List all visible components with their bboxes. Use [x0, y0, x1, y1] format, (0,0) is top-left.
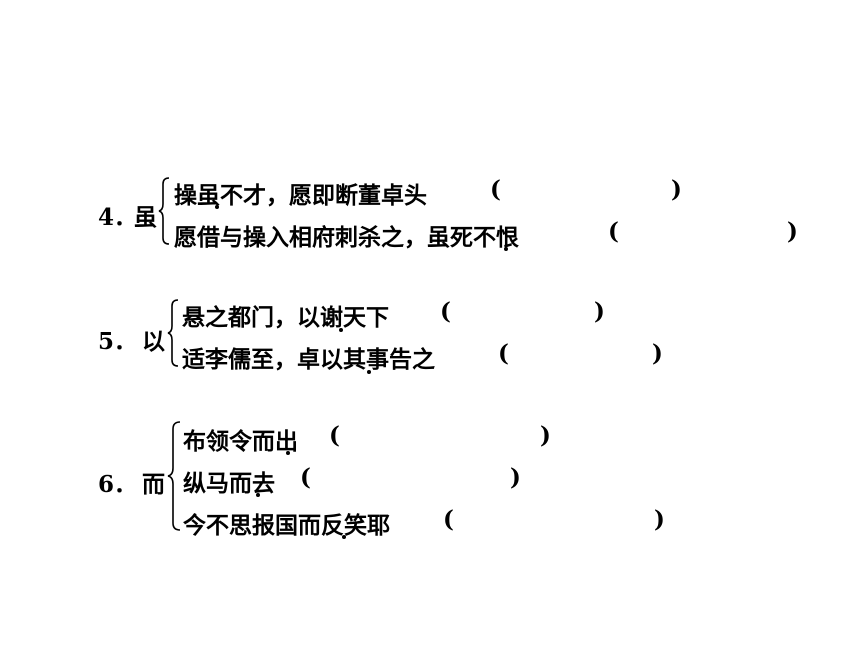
item-number: 5．: [98, 328, 138, 355]
open-paren: (: [329, 422, 340, 449]
close-paren: ): [510, 464, 521, 491]
sentence-line: 愿借与操入相府刺杀之，虽死不恨: [174, 224, 519, 251]
close-paren: ): [652, 340, 663, 367]
sentence-line: 适李儒至，卓以其事告之: [182, 346, 435, 373]
item-keyword: 虽: [134, 204, 157, 231]
emphasis-dot: [286, 451, 290, 455]
open-paren: (: [300, 464, 311, 491]
sentence-line: 纵马而去: [183, 470, 275, 497]
emphasis-dot: [342, 535, 346, 539]
emphasis-dot: [215, 205, 219, 209]
close-paren: ): [671, 176, 682, 203]
emphasis-dot: [504, 247, 508, 251]
open-paren: (: [490, 176, 501, 203]
emphasis-dot: [256, 493, 260, 497]
left-brace-icon: [167, 299, 179, 367]
emphasis-dot: [339, 328, 343, 332]
left-brace-icon: [158, 177, 170, 245]
close-paren: ): [787, 218, 798, 245]
close-paren: ): [594, 298, 605, 325]
sentence-line: 操虽不才，愿即断董卓头: [174, 182, 427, 209]
open-paren: (: [608, 218, 619, 245]
open-paren: (: [440, 298, 451, 325]
item-keyword: 以: [142, 328, 165, 355]
sentence-line: 布领令而出: [183, 428, 298, 455]
item-keyword: 而: [142, 471, 165, 498]
left-brace-icon: [167, 421, 181, 531]
close-paren: ): [654, 506, 665, 533]
item-number: 6．: [98, 471, 138, 498]
open-paren: (: [498, 340, 509, 367]
open-paren: (: [443, 506, 454, 533]
sentence-line: 悬之都门，以谢天下: [182, 304, 389, 331]
close-paren: ): [540, 422, 551, 449]
emphasis-dot: [367, 370, 371, 374]
item-number: 4．: [98, 204, 138, 231]
sentence-line: 今不思报国而反笑耶: [183, 512, 390, 539]
